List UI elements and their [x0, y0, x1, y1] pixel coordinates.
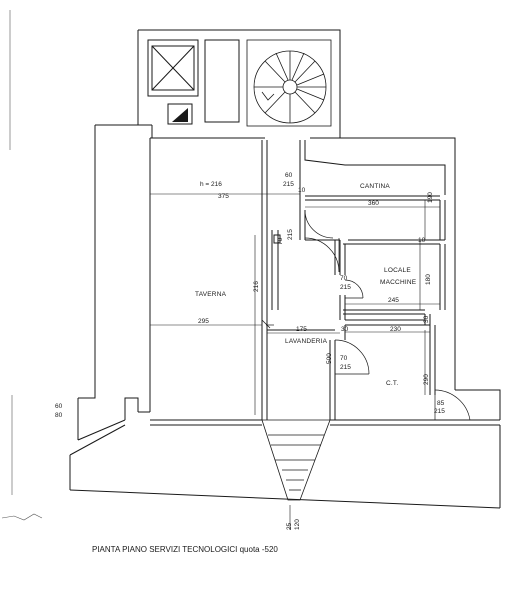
dim-215-a: 215	[283, 181, 294, 188]
dim-60: 60	[285, 172, 293, 179]
dim-190: 190	[427, 192, 434, 203]
dim-175: 175	[296, 326, 307, 333]
dimension-lines	[150, 193, 440, 530]
dim-30-b: 30	[423, 315, 430, 323]
room-label-lavanderia: LAVANDERIA	[285, 338, 328, 345]
room-label-cantina: CANTINA	[360, 183, 390, 190]
margin-marks	[1, 10, 43, 521]
dim-120: 120	[294, 519, 301, 530]
dim-245: 245	[388, 297, 399, 304]
room-label-ct: C.T.	[386, 380, 398, 387]
dim-70-v: 70	[277, 237, 284, 245]
dim-215-v: 215	[287, 229, 294, 240]
spiral-stair-icon	[246, 39, 332, 127]
room-label-macchine: MACCHINE	[380, 279, 417, 286]
dim-375: 375	[218, 193, 229, 200]
dim-215-d: 215	[434, 408, 445, 415]
dim-216-v: 216	[253, 281, 260, 292]
dim-70-b: 70	[340, 355, 348, 362]
dim-180: 180	[425, 274, 432, 285]
floor-walls	[69, 125, 501, 509]
dim-215-b: 215	[340, 284, 351, 291]
room-label-taverna: TAVERNA	[195, 291, 227, 298]
dim-10: 10	[298, 187, 306, 194]
plan-caption: PIANTA PIANO SERVIZI TECNOLOGICI quota -…	[92, 545, 278, 554]
dim-230: 230	[390, 326, 401, 333]
upper-block	[95, 29, 341, 139]
bottom-funnel	[261, 419, 331, 501]
dim-80: 80	[55, 412, 63, 419]
room-label-locale: LOCALE	[384, 267, 411, 274]
dim-85: 85	[437, 400, 445, 407]
dim-10-b: 10	[418, 237, 426, 244]
dim-25: 25	[286, 522, 293, 530]
dim-295: 295	[198, 318, 209, 325]
dim-500: 500	[326, 353, 333, 364]
dim-h-216: h = 216	[200, 181, 222, 188]
elevator-icon	[172, 108, 188, 122]
dim-360: 360	[368, 200, 379, 207]
dim-215-c: 215	[340, 364, 351, 371]
door-swings	[261, 209, 471, 421]
dim-60-b: 60	[55, 403, 63, 410]
dim-290: 290	[423, 374, 430, 385]
dim-70-a: 70	[340, 275, 348, 282]
dim-30-a: 30	[341, 326, 349, 333]
